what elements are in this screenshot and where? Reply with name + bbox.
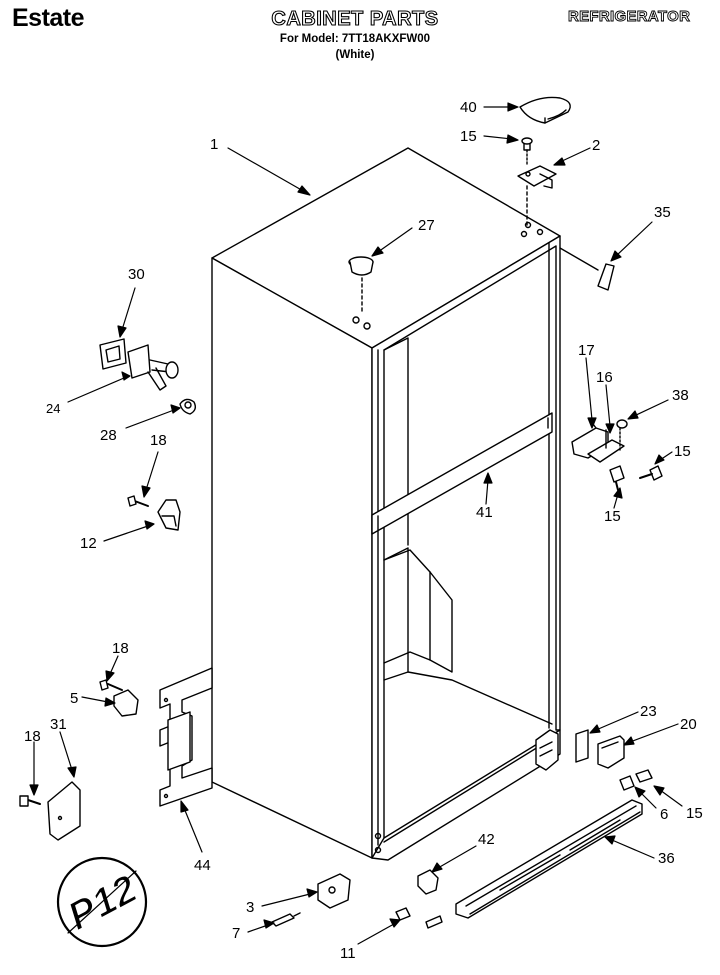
callout-15: 15 xyxy=(686,805,703,822)
callout-42: 42 xyxy=(478,831,495,848)
callout-11: 11 xyxy=(340,945,356,962)
leveling-assembly xyxy=(271,873,443,929)
callout-31: 31 xyxy=(50,716,67,733)
cabinet-body xyxy=(211,147,561,861)
callout-36: 36 xyxy=(658,850,675,867)
callout-1: 1 xyxy=(210,136,218,153)
center-hinge-assembly xyxy=(571,419,663,491)
mullion-rail xyxy=(371,412,553,535)
callout-20: 20 xyxy=(680,716,697,733)
callout-35: 35 xyxy=(654,204,671,221)
callout-7: 7 xyxy=(232,925,240,942)
callout-5: 5 xyxy=(70,690,78,707)
color-line: (White) xyxy=(335,49,375,61)
callout-18: 18 xyxy=(112,640,129,657)
callout-28: 28 xyxy=(100,427,117,444)
callout-44: 44 xyxy=(194,857,211,874)
callout-15: 15 xyxy=(674,443,691,460)
callout-41: 41 xyxy=(476,504,493,521)
callout-38: 38 xyxy=(672,387,689,404)
callout-6: 6 xyxy=(660,806,668,823)
top-hinge-assembly xyxy=(517,137,557,229)
callout-18: 18 xyxy=(24,728,41,745)
bracket-part-35 xyxy=(559,247,615,291)
hinge-part-5 xyxy=(99,679,139,717)
callout-3: 3 xyxy=(246,899,254,916)
hinge-part-12 xyxy=(127,495,181,531)
model-line: For Model: 7TT18AKXFW00 xyxy=(279,33,431,45)
p12-stamp: P12 xyxy=(56,856,148,948)
callout-30: 30 xyxy=(128,266,145,283)
callout-18: 18 xyxy=(150,432,167,449)
callout-23: 23 xyxy=(640,703,657,720)
callout-16: 16 xyxy=(596,369,613,386)
bottom-hinge-assembly xyxy=(575,729,653,791)
page-title: CABINET PARTS xyxy=(271,7,439,30)
panel-bracket-part-44 xyxy=(159,667,213,807)
callout-40: 40 xyxy=(460,99,477,116)
plug-part-27 xyxy=(348,256,374,313)
cover-part-31 xyxy=(19,781,81,841)
category-label: REFRIGERATOR xyxy=(568,8,691,26)
leader-lines xyxy=(29,102,683,945)
callout-2: 2 xyxy=(592,137,600,154)
door-stop-assembly xyxy=(99,338,197,415)
clip-part-42 xyxy=(417,869,439,895)
callout-labels: 1 40 15 2 27 35 30 24 28 18 12 17 16 38 … xyxy=(24,99,703,962)
callout-24: 24 xyxy=(46,401,60,416)
toe-grille-part-36 xyxy=(455,799,643,919)
brand-logo: Estate xyxy=(12,4,85,32)
callout-27: 27 xyxy=(418,217,435,234)
callout-17: 17 xyxy=(578,342,595,359)
bottom-hinge-mount xyxy=(535,729,559,771)
callout-15: 15 xyxy=(460,128,477,145)
callout-12: 12 xyxy=(80,535,97,552)
hinge-cover-part-40 xyxy=(519,96,571,124)
callout-15: 15 xyxy=(604,508,621,525)
